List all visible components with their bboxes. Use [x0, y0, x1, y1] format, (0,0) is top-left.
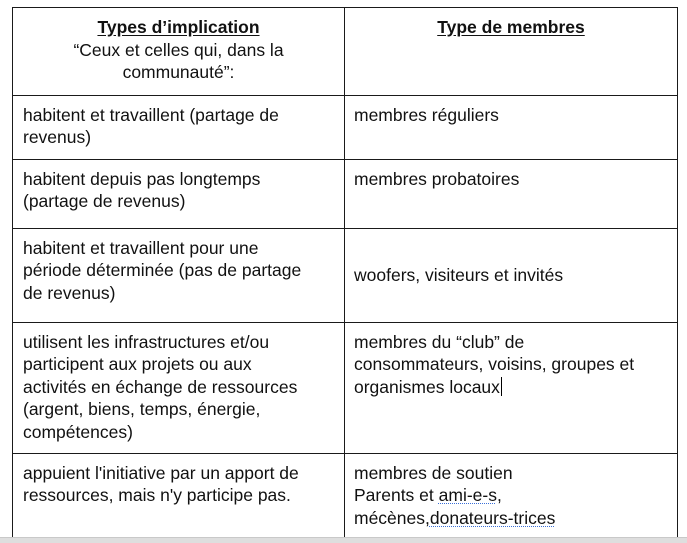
table-cell-implication[interactable]: habitent et travaillent (partage de reve…	[12, 94, 345, 160]
table-cell-implication[interactable]: appuient l'initiative par un apport de r…	[12, 452, 345, 541]
cell-line: membres du “club” de	[354, 331, 525, 352]
text-cursor	[500, 376, 502, 396]
cell-line: membres de soutien	[354, 462, 513, 483]
horizontal-scrollbar[interactable]	[0, 537, 687, 543]
cell-text: membres probatoires	[354, 168, 520, 189]
cell-line: consommateurs, voisins, groupes et	[354, 354, 635, 374]
cell-text: membres du “club” de consommateurs, vois…	[345, 323, 677, 399]
cell-line-part: ,	[496, 485, 502, 505]
table-row: habitent depuis pas longtemps (partage d…	[12, 158, 678, 229]
implication-table: Types d’implication “Ceux et celles qui,…	[12, 7, 678, 541]
header-subtitle: “Ceux et celles qui, dans la communauté”…	[73, 39, 284, 82]
cell-text: habitent depuis pas longtemps (partage d…	[23, 168, 261, 212]
cell-line: organismes locaux	[354, 376, 500, 397]
table-cell-membres[interactable]: woofers, visiteurs et invités	[344, 227, 678, 323]
spellcheck-word-ami-e-s[interactable]: ami-e-s	[438, 485, 497, 505]
spellcheck-word-donateurs-trices[interactable]: donateurs-trices	[429, 507, 556, 528]
cell-text: membres réguliers	[354, 104, 499, 125]
cell-text: woofers, visiteurs et invités	[354, 264, 564, 285]
header-cell-type-membres[interactable]: Type de membres	[344, 7, 678, 96]
cell-line-part: mécènes,	[354, 507, 430, 528]
table-cell-implication[interactable]: habitent depuis pas longtemps (partage d…	[12, 158, 345, 229]
cell-text: membres de soutien Parents et ami-e-s, m…	[345, 454, 677, 530]
cell-text: appuient l'initiative par un apport de r…	[23, 462, 299, 506]
table-cell-membres[interactable]: membres de soutien Parents et ami-e-s, m…	[344, 452, 678, 541]
header-title-type-membres: Type de membres	[437, 17, 585, 37]
table-header-row: Types d’implication “Ceux et celles qui,…	[12, 7, 678, 96]
table-row: habitent et travaillent pour une période…	[12, 227, 678, 323]
cell-text: habitent et travaillent pour une période…	[23, 237, 302, 303]
table-cell-implication[interactable]: utilisent les infrastructures et/ou part…	[12, 321, 345, 454]
table-row: appuient l'initiative par un apport de r…	[12, 452, 678, 541]
header-title-types-implication: Types d’implication	[97, 17, 260, 37]
header-cell-types-implication[interactable]: Types d’implication “Ceux et celles qui,…	[12, 7, 345, 96]
table-cell-membres[interactable]: membres réguliers	[344, 94, 678, 160]
cell-text: utilisent les infrastructures et/ou part…	[23, 331, 298, 442]
table-cell-membres[interactable]: membres probatoires	[344, 158, 678, 229]
table-cell-membres[interactable]: membres du “club” de consommateurs, vois…	[344, 321, 678, 454]
cell-line-part: Parents et	[354, 485, 439, 505]
cell-text: habitent et travaillent (partage de reve…	[23, 104, 279, 148]
table-row: utilisent les infrastructures et/ou part…	[12, 321, 678, 454]
table-row: habitent et travaillent (partage de reve…	[12, 94, 678, 160]
table-cell-implication[interactable]: habitent et travaillent pour une période…	[12, 227, 345, 323]
